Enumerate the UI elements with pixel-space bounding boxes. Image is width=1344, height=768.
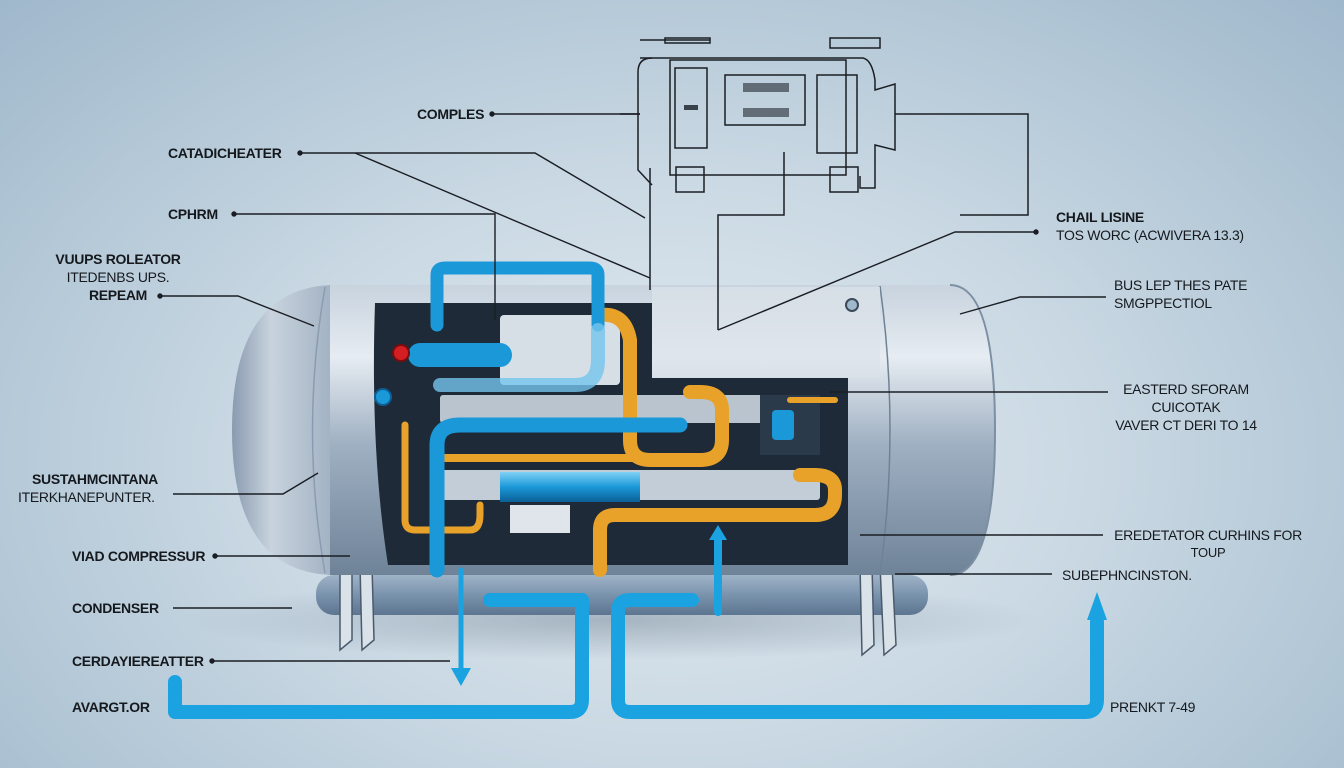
control-box (620, 37, 1029, 330)
label-sustain-line-2: ITERKHANEPUNTER. (18, 489, 155, 505)
label-avarator: AVARGT.OR (72, 699, 150, 715)
label-buslep-line-1: BUS LEP THES PATE (1114, 277, 1248, 293)
control-box-display (684, 83, 789, 117)
label-vuups: VUUPS ROLEATOR ITEDENBS UPS. REPEAM (50, 250, 186, 304)
label-vad-compressor: VIAD COMPRESSUR (72, 548, 206, 564)
label-chail-line-2: TOS WORC (ACWIVERA 13.3) (1056, 227, 1244, 243)
flow-lines (168, 531, 1104, 719)
label-condenser: CONDENSER (72, 600, 159, 616)
label-vuups-line-2: ITEDENBS UPS. (66, 269, 170, 285)
label-eredetator-line-1: EREDETATOR CURHINS FOR (1114, 527, 1302, 543)
label-easterd-line-1: EASTERD SFORAM (1123, 381, 1249, 397)
label-easterd: EASTERD SFORAM CUICOTAK VAVER CT DERI TO… (1106, 380, 1266, 434)
label-subephn: SUBEPHNCINSTON. (1062, 567, 1192, 583)
label-vuups-line-3: REPEAM (88, 287, 148, 303)
flow-arrow-down-icon (451, 668, 471, 686)
label-sustain: SUSTAHMCINTANA ITERKHANEPUNTER. (18, 470, 158, 506)
cutaway-interior (373, 303, 848, 565)
label-cerdayiereatter: CERDAYIEREATTER (72, 653, 204, 669)
valves (374, 298, 859, 440)
label-eredetator: EREDETATOR CURHINS FOR TOUP (1108, 526, 1308, 562)
label-prenkt: PRENKT 7-49 (1110, 699, 1196, 715)
label-sustain-line-1: SUSTAHMCINTANA (32, 471, 158, 487)
label-cphrm: CPHRM (168, 206, 218, 222)
label-chail: CHAIL LISINE TOS WORC (ACWIVERA 13.3) (1056, 208, 1244, 244)
label-easterd-line-2: CUICOTAK (1151, 399, 1221, 415)
flow-arrow-up-icon (1087, 592, 1107, 620)
label-buslep-line-2: SMGPPECTIOL (1114, 295, 1212, 311)
label-vuups-line-1: VUUPS ROLEATOR (55, 251, 181, 267)
cold-refrigerant-pipes (408, 261, 688, 578)
right-support (859, 564, 897, 657)
leader-lines (157, 111, 1108, 664)
label-easterd-line-3: VAVER CT DERI TO 14 (1115, 417, 1257, 433)
flow-arrow-up-small-icon (709, 525, 727, 540)
label-complex: COMPLES (417, 106, 485, 122)
label-eredetator-line-2: TOUP (1190, 545, 1226, 560)
label-chail-line-1: CHAIL LISINE (1056, 209, 1144, 225)
label-buslep: BUS LEP THES PATE SMGPPECTIOL (1114, 276, 1247, 312)
label-catadicheater: CATADICHEATER (168, 145, 282, 161)
